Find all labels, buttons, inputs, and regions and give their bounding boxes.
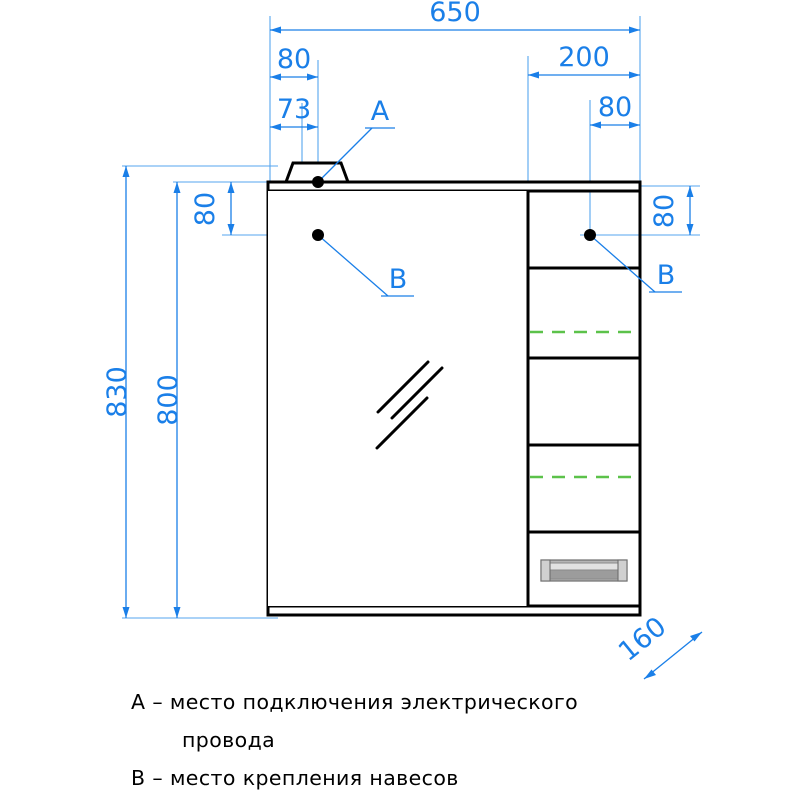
dimension-80-top-left: 80 — [270, 44, 318, 81]
dimension-80-left-drop: 80 — [190, 182, 235, 235]
mount-point-b-right-dot — [584, 229, 596, 241]
dimension-80-right-drop: 80 — [649, 186, 694, 235]
callout-b-right: B — [584, 229, 682, 293]
dimension-200-label: 200 — [558, 42, 610, 73]
dimension-650-label: 650 — [429, 0, 481, 28]
mirror-door-panel — [268, 191, 528, 606]
mount-point-b-left-dot — [312, 229, 324, 241]
mount-point-a-dot — [312, 176, 324, 188]
dimension-830: 830 — [102, 166, 133, 618]
dimension-80-top-right: 80 — [590, 92, 640, 129]
dimension-160: 160 — [613, 611, 703, 680]
callout-b-left: B — [312, 229, 414, 297]
dimension-200: 200 — [528, 42, 640, 79]
dimension-160-label: 160 — [613, 611, 673, 668]
dimension-80-left-drop-label: 80 — [190, 192, 221, 226]
dimension-layer: 650 80 73 200 80 — [102, 0, 703, 680]
callout-a: A — [312, 96, 395, 188]
dimension-830-label: 830 — [102, 366, 133, 418]
dimension-650: 650 — [270, 0, 640, 34]
right-cabinet-column — [526, 189, 642, 608]
dimension-73-label: 73 — [277, 94, 311, 125]
cabinet-geometry — [266, 161, 642, 617]
callout-a-label: A — [371, 96, 390, 127]
dimension-80-top-left-label: 80 — [277, 44, 311, 75]
dimension-800-label: 800 — [153, 374, 184, 426]
dimension-80-top-right-label: 80 — [598, 92, 632, 123]
callout-layer: A B B — [312, 96, 682, 297]
dimension-800: 800 — [153, 182, 184, 618]
drawer-handle — [540, 559, 628, 582]
callout-b-right-label: B — [657, 260, 676, 291]
dimension-80-right-drop-label: 80 — [649, 194, 680, 228]
dimension-73: 73 — [270, 94, 318, 131]
callout-b-left-label: B — [389, 264, 408, 295]
mirror-glint — [375, 360, 444, 450]
